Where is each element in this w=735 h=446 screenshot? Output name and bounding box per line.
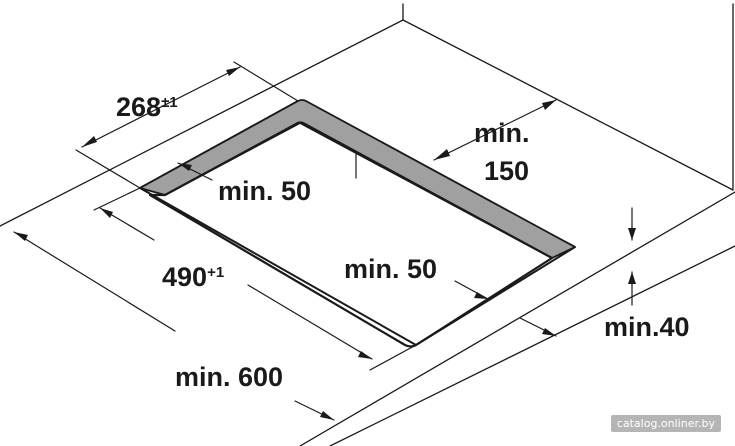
label-width: 268±1 [116,92,178,122]
arrow-50-left [178,163,192,171]
arrow-600-bottom [320,411,334,420]
cutout-inner-outline [148,121,554,348]
arrow-150-top [542,100,556,110]
dim-268-ext-left [75,149,141,189]
arrow-268-left [82,136,97,147]
worktop-right-bottom-edge [329,245,735,446]
arrow-268-right [226,67,240,76]
worktop-right-top-edge [299,191,735,446]
arrow-50-front [474,292,488,299]
arrow-600-top [14,232,28,241]
arrow-40-cross [542,328,556,336]
watermark: catalog.onliner.by [610,415,721,432]
dim-490-ext-2 [369,344,417,371]
arrow-150 [434,149,450,160]
dim-268-ext-right [233,61,299,102]
dim-600-line-a [13,231,176,332]
dim-490-line-2 [247,284,373,360]
label-depth: min. 600 [175,362,283,392]
arrow-40-top [628,228,636,240]
dim-268-line [81,66,241,148]
label-back-line2: 150 [484,156,529,186]
label-thickness: min.40 [604,312,690,342]
arrow-490-bottom [358,351,372,359]
wall-back-edge [402,19,734,191]
arrow-490-top [100,208,113,218]
label-length: 490+1 [162,262,224,292]
dim-490-ext [93,187,141,211]
label-side-front: min. 50 [344,254,437,284]
label-back-line1: min. [474,118,530,148]
arrow-40-bottom [628,272,636,284]
dim-150-line [433,99,557,161]
label-side-left: min. 50 [218,176,311,206]
wall-corner-line [0,19,404,227]
